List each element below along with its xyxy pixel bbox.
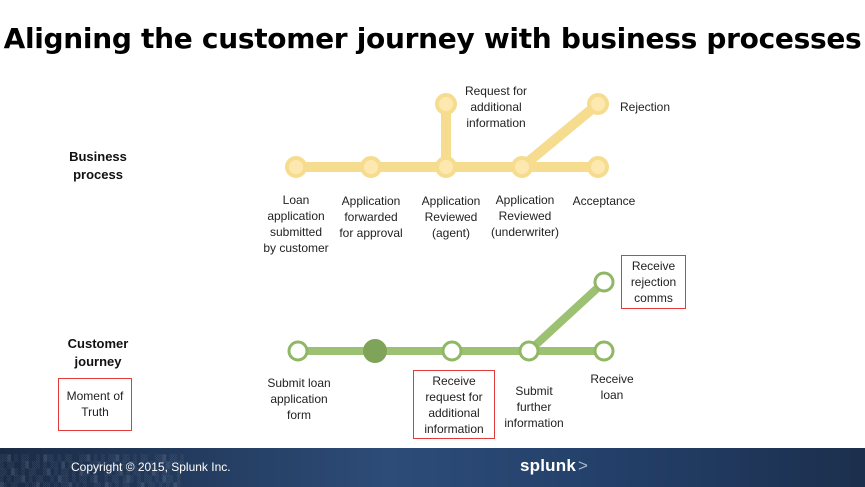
- page-title: Aligning the customer journey with busin…: [3, 22, 862, 55]
- business-step-acceptance: Acceptance: [572, 194, 636, 208]
- business-node-rejection: [587, 93, 609, 115]
- business-step-reviewed-underwriter: Application Reviewed (underwriter): [490, 193, 559, 239]
- customer-journey-label: Customer journey: [67, 336, 129, 369]
- business-node-reviewed-agent: [435, 156, 457, 178]
- business-node-submitted: [285, 156, 307, 178]
- business-step-reviewed-agent: Application Reviewed (agent): [421, 194, 481, 240]
- customer-node-receive-request: [441, 340, 463, 362]
- customer-journey-track: [287, 271, 615, 363]
- customer-node-receive-rejection: [593, 271, 615, 293]
- footer-log-texture: ░░▒ ░ ░░ ░ ▒░░ ░ ░░ ░░▒ ░ ░ ░░▒ ░░ ░ ░░ …: [0, 455, 185, 487]
- business-branch-request-info: Request for additional information: [464, 84, 528, 130]
- customer-step-submit-form: Submit loan application form: [267, 376, 331, 422]
- customer-branch-rejection-line: [525, 278, 608, 355]
- business-branch-rejection: Rejection: [619, 100, 671, 114]
- business-step-forwarded: Application forwarded for approval: [339, 194, 403, 240]
- business-process-label: Business process: [69, 149, 127, 182]
- customer-step-receive-request: Receive request for additional informati…: [413, 370, 495, 439]
- footer-bar: ░░▒ ░ ░░ ░ ▒░░ ░ ░░ ░░▒ ░ ░ ░░▒ ░░ ░ ░░ …: [0, 448, 865, 487]
- business-node-request-info: [435, 93, 457, 115]
- business-node-forwarded: [360, 156, 382, 178]
- customer-step-submit-further: Submit further information: [504, 384, 564, 430]
- customer-node-submit-form: [287, 340, 309, 362]
- splunk-logo-chevron: >: [578, 456, 589, 475]
- customer-step-receive-loan: Receive loan: [590, 372, 634, 402]
- business-step-submitted: Loan application submitted by customer: [263, 193, 329, 255]
- customer-node-receive-loan: [593, 340, 615, 362]
- business-process-track: [285, 93, 609, 178]
- customer-node-moment-of-truth: [363, 339, 387, 363]
- business-node-acceptance: [587, 156, 609, 178]
- splunk-logo-text: splunk: [520, 456, 576, 475]
- business-node-reviewed-underwriter: [511, 156, 533, 178]
- splunk-logo: splunk>: [520, 456, 588, 476]
- business-branch-rejection-line: [517, 99, 603, 172]
- moment-of-truth-legend: Moment of Truth: [58, 378, 132, 431]
- customer-branch-receive-rejection: Receive rejection comms: [621, 255, 686, 309]
- footer-copyright: Copyright © 2015, Splunk Inc.: [71, 460, 231, 474]
- customer-node-submit-further: [518, 340, 540, 362]
